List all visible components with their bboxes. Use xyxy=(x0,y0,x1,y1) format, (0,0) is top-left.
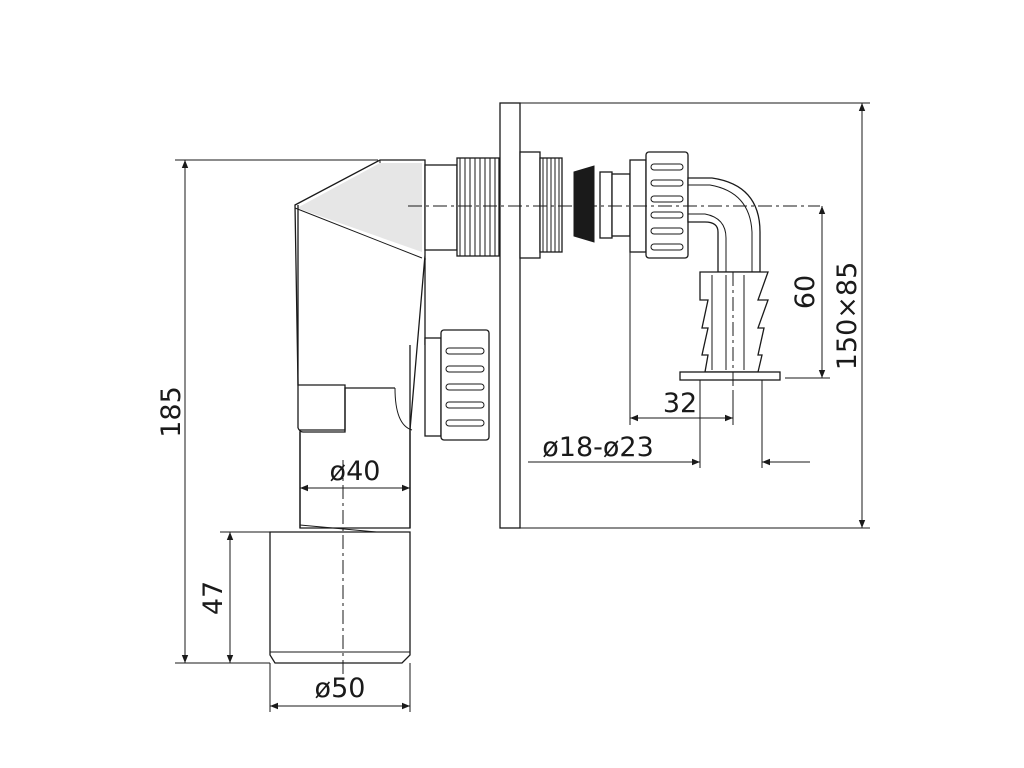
nut-rib xyxy=(445,419,485,427)
label-hose-diameter: ø18-ø23 xyxy=(542,432,654,463)
dimension-plate-size: 150×85 xyxy=(520,102,870,529)
hose-elbow xyxy=(679,177,781,381)
dimension-total-height: 185 xyxy=(156,159,378,664)
dimension-hose-offset: 32 xyxy=(629,252,734,425)
dimension-inner-diameter: ø40 xyxy=(300,456,410,492)
dimension-outlet-height: 47 xyxy=(198,531,270,663)
label-hose-offset: 32 xyxy=(663,388,697,419)
nut-rib xyxy=(650,227,684,235)
siphon-body xyxy=(294,159,426,536)
label-total-height: 185 xyxy=(156,386,187,438)
side-union-nut xyxy=(424,329,490,441)
label-inner-diameter: ø40 xyxy=(330,456,381,487)
nut-rib xyxy=(650,211,684,219)
label-outlet-diameter: ø50 xyxy=(315,673,366,704)
nut-rib xyxy=(445,347,485,355)
nut-rib xyxy=(650,179,684,187)
wall-plate xyxy=(499,102,521,529)
center-lines xyxy=(342,205,820,680)
nut-rib xyxy=(650,163,684,171)
nut-rib xyxy=(650,243,684,251)
dimension-hose-height: 60 xyxy=(785,206,830,379)
label-outlet-height: 47 xyxy=(198,581,229,615)
label-plate-size: 150×85 xyxy=(832,262,863,371)
label-hose-height: 60 xyxy=(790,275,821,309)
nut-rib xyxy=(650,195,684,203)
wall-fitting xyxy=(519,151,689,259)
dimension-outlet-diameter: ø50 xyxy=(269,663,411,712)
threaded-connector xyxy=(424,157,500,257)
dimension-hose-diameter: ø18-ø23 xyxy=(528,380,810,468)
nut-rib xyxy=(445,365,485,373)
nut-rib xyxy=(445,401,485,409)
nut-rib xyxy=(445,383,485,391)
outlet-pipe xyxy=(269,531,411,664)
